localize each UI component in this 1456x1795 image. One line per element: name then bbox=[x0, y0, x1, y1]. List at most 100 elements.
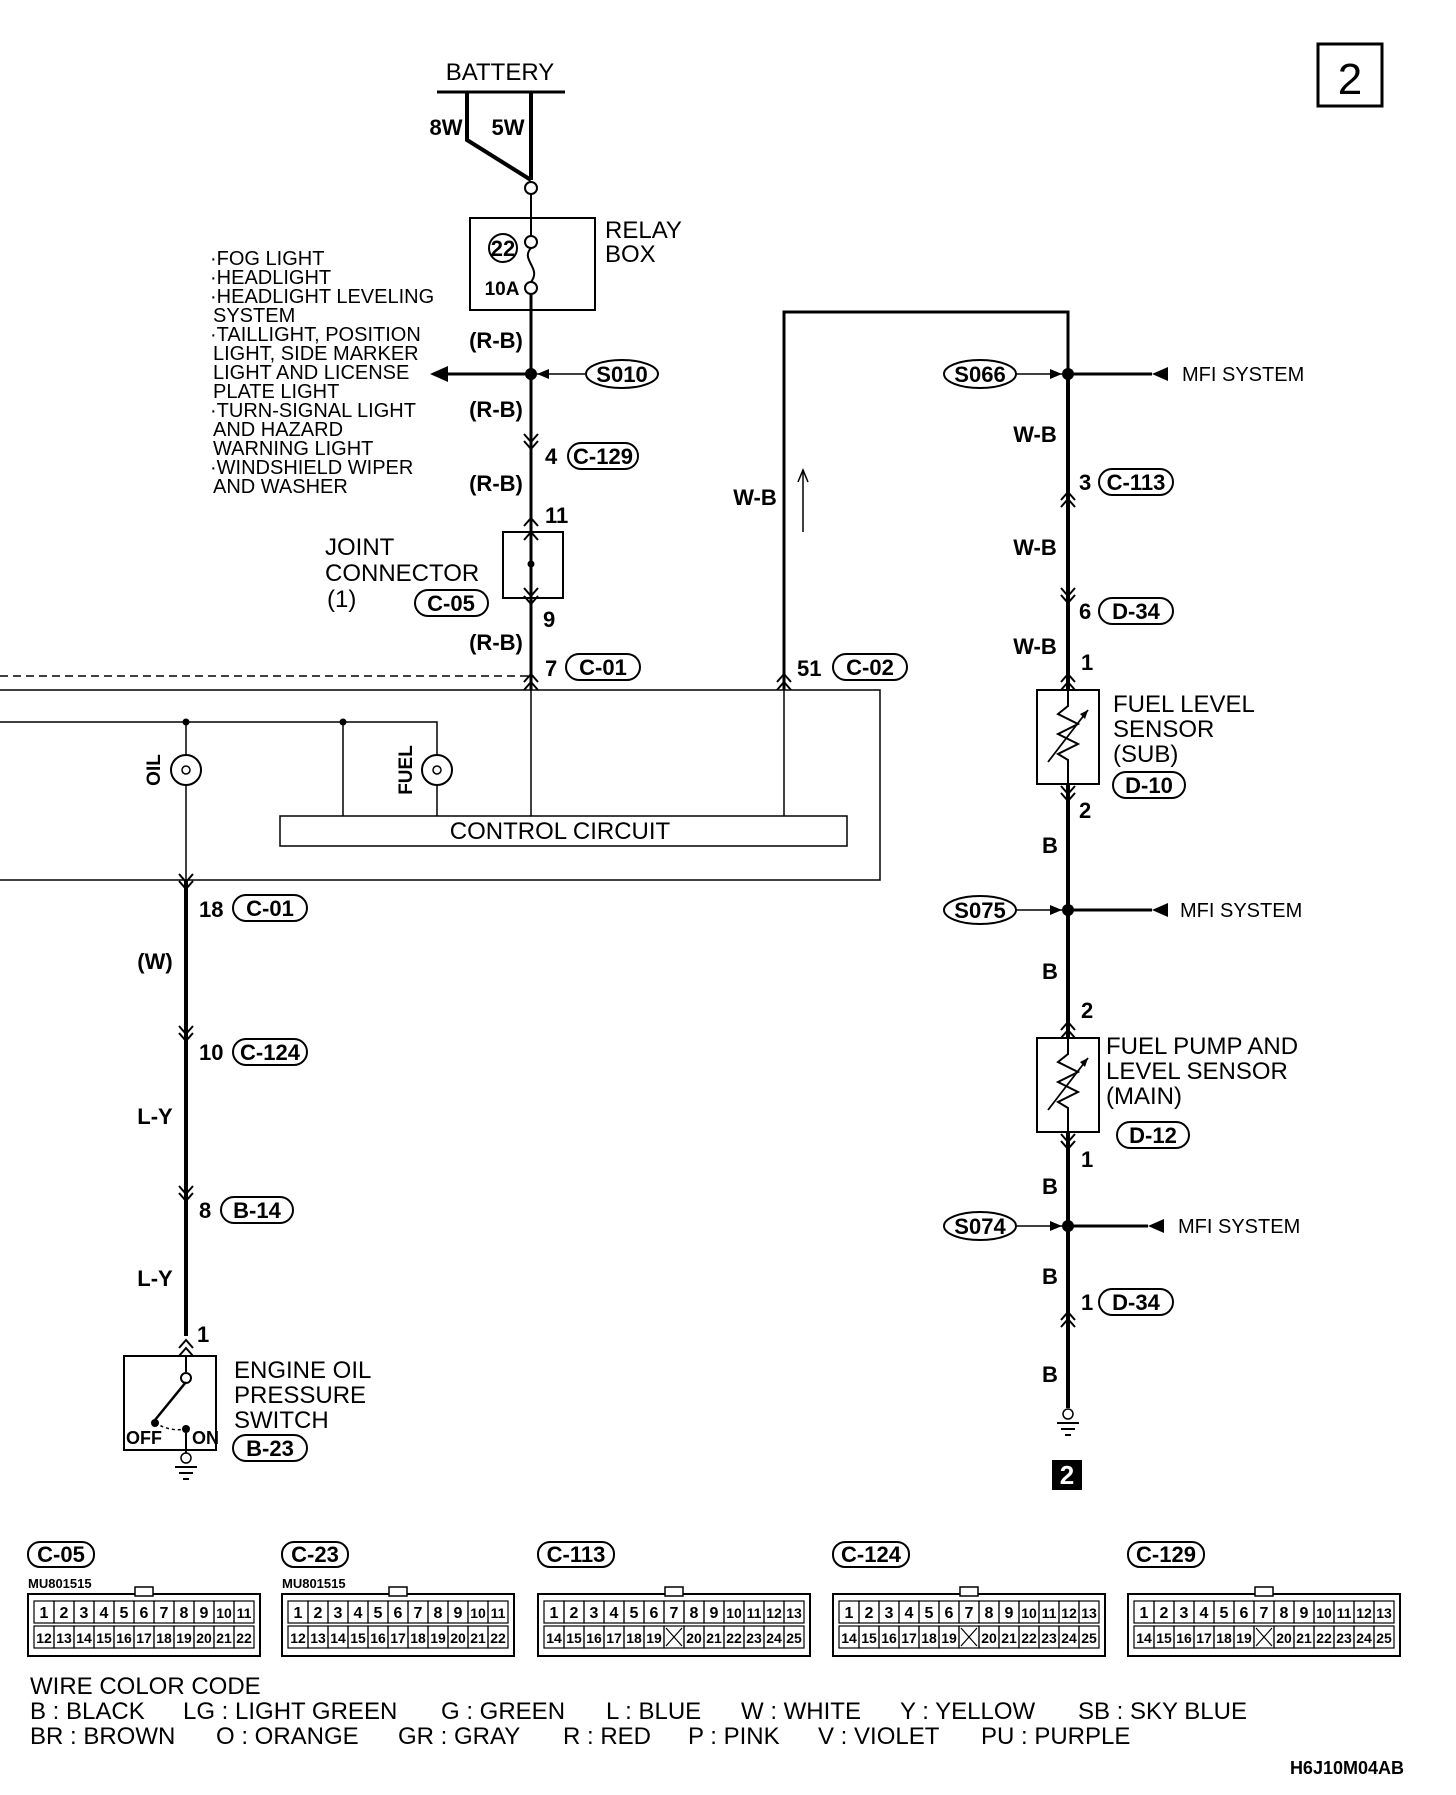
legend-entry: V : VIOLET bbox=[818, 1723, 940, 1750]
connector-chevron-icon bbox=[1060, 1133, 1076, 1151]
connector-pin-number: 6 bbox=[650, 1605, 659, 1622]
wire-color-b: B bbox=[1042, 833, 1058, 858]
mfi-system-label: MFI SYSTEM bbox=[1178, 1216, 1300, 1238]
connector-pin-number: 10 bbox=[470, 1605, 486, 1621]
connector-cavity bbox=[1078, 1625, 1100, 1649]
mfi-arrow-icon bbox=[1152, 903, 1168, 917]
connector-pin-number: 1 bbox=[40, 1605, 49, 1622]
connector-c129-badge bbox=[567, 442, 639, 470]
ground-icon bbox=[1057, 1422, 1079, 1436]
connector-part-number: MU801515 bbox=[28, 1576, 92, 1591]
connector-pin-number: 20 bbox=[981, 1630, 997, 1646]
wire-color-b: B bbox=[1042, 1174, 1058, 1199]
fed-circuit-item: ·TAILLIGHT, POSITION bbox=[210, 324, 421, 346]
connector-pin-number: 8 bbox=[1280, 1605, 1289, 1622]
joint-connector-line1: JOINT bbox=[325, 534, 395, 561]
fed-circuit-item: ·FOG LIGHT bbox=[210, 248, 324, 270]
connector-c129-label: C-129 bbox=[573, 444, 633, 469]
oil-switch-line3: SWITCH bbox=[234, 1407, 329, 1434]
connector-housing bbox=[1127, 1593, 1401, 1657]
connector-pin-number: 22 bbox=[1316, 1630, 1332, 1646]
variable-resistor-icon bbox=[1055, 1038, 1081, 1132]
mfi-arrow-icon bbox=[1148, 1219, 1164, 1233]
pin-8: 8 bbox=[199, 1198, 211, 1223]
fed-circuit-item: LIGHT, SIDE MARKER bbox=[213, 343, 419, 365]
connector-chevron-icon bbox=[178, 873, 194, 891]
connector-housing bbox=[537, 1593, 811, 1657]
wire-color-wb: W-B bbox=[733, 485, 777, 510]
splice-s010-badge bbox=[585, 359, 659, 389]
variable-resistor-arrow bbox=[1047, 709, 1089, 763]
mfi-system-label: MFI SYSTEM bbox=[1182, 364, 1304, 386]
wire-size-8w: 8W bbox=[430, 115, 463, 140]
connector-chevron-icon bbox=[178, 1025, 194, 1043]
switch-on-contact bbox=[182, 1425, 190, 1433]
legend-entry: SB : SKY BLUE bbox=[1078, 1698, 1247, 1725]
connector-chevron-icon bbox=[178, 1185, 194, 1203]
connector-d34-badge bbox=[1098, 597, 1174, 625]
connector-pin-number: 17 bbox=[390, 1630, 406, 1646]
connector-pin-number: 19 bbox=[941, 1630, 957, 1646]
connector-pin-number: 17 bbox=[901, 1630, 917, 1646]
connector-pin-number: 16 bbox=[370, 1630, 386, 1646]
connector-pin-number: 18 bbox=[1216, 1630, 1232, 1646]
fuse-terminal-bottom bbox=[524, 281, 538, 295]
connector-pin-number: 9 bbox=[710, 1605, 719, 1622]
connector-b14-badge bbox=[220, 1196, 294, 1224]
connector-c01-badge bbox=[232, 894, 308, 922]
connector-pin-number: 15 bbox=[861, 1630, 877, 1646]
fuel-lamp-label: FUEL bbox=[396, 745, 417, 795]
connector-pin-number: 24 bbox=[1061, 1630, 1077, 1646]
connector-pin-number: 3 bbox=[590, 1605, 599, 1622]
oil-pressure-switch-box bbox=[123, 1355, 217, 1451]
pin-2: 2 bbox=[1081, 998, 1093, 1023]
legend-title: WIRE COLOR CODE bbox=[30, 1673, 261, 1700]
connector-chevron-icon bbox=[523, 433, 539, 451]
pin-1: 1 bbox=[197, 1322, 209, 1347]
fed-circuit-item: ·TURN-SIGNAL LIGHT bbox=[210, 400, 416, 422]
connector-pin-number: 9 bbox=[1005, 1605, 1014, 1622]
connector-c124-label: C-124 bbox=[240, 1040, 301, 1065]
connector-view-name: C-23 bbox=[291, 1542, 339, 1567]
connector-pin-number: 2 bbox=[865, 1605, 874, 1622]
connector-pin-number: 5 bbox=[925, 1605, 934, 1622]
joint-connector-line2: CONNECTOR bbox=[325, 560, 479, 587]
connector-pin-number: 10 bbox=[216, 1605, 232, 1621]
ground-icon bbox=[175, 1466, 197, 1480]
oil-warning-lamp-icon bbox=[170, 754, 202, 786]
pin-10: 10 bbox=[199, 1040, 223, 1065]
connector-housing bbox=[832, 1593, 1106, 1657]
battery-terminal bbox=[524, 181, 538, 195]
connector-pin-number: 12 bbox=[290, 1630, 306, 1646]
pin-4: 4 bbox=[545, 444, 558, 469]
connector-pin-number: 16 bbox=[1176, 1630, 1192, 1646]
connector-cavity bbox=[1373, 1600, 1395, 1624]
sensor-main-line1: FUEL PUMP AND bbox=[1106, 1033, 1298, 1060]
control-circuit-label: CONTROL CIRCUIT bbox=[450, 818, 671, 845]
connector-pin-number: 18 bbox=[410, 1630, 426, 1646]
connector-pin-number: 12 bbox=[766, 1605, 782, 1621]
connector-lock-tab bbox=[664, 1586, 684, 1597]
pin-9: 9 bbox=[543, 607, 555, 632]
combination-meter-outline bbox=[0, 689, 881, 881]
connector-view-name: C-124 bbox=[841, 1542, 902, 1567]
pin-51: 51 bbox=[797, 656, 821, 681]
legend-entry: B : BLACK bbox=[30, 1698, 145, 1725]
connector-pin-number: 17 bbox=[606, 1630, 622, 1646]
joint-connector-line3: (1) bbox=[327, 586, 356, 613]
connector-c02-label: C-02 bbox=[846, 655, 894, 680]
sensor-sub-line3: (SUB) bbox=[1113, 741, 1178, 768]
legend-entry: L : BLUE bbox=[606, 1698, 701, 1725]
splice-s066-label: S066 bbox=[954, 362, 1005, 387]
connector-pin-number: 10 bbox=[726, 1605, 742, 1621]
pointer-arrow-icon bbox=[1050, 369, 1062, 379]
connector-pin-number: 4 bbox=[905, 1605, 914, 1622]
connector-pin-number: 7 bbox=[160, 1605, 169, 1622]
connector-view-badge bbox=[832, 1541, 910, 1568]
connector-pin-number: 5 bbox=[120, 1605, 129, 1622]
legend-entry: G : GREEN bbox=[441, 1698, 565, 1725]
sensor-main-line2: LEVEL SENSOR bbox=[1106, 1058, 1288, 1085]
connector-pin-number: 3 bbox=[334, 1605, 343, 1622]
wire-color-rb: (R-B) bbox=[469, 328, 523, 353]
connector-pin-number: 20 bbox=[196, 1630, 212, 1646]
